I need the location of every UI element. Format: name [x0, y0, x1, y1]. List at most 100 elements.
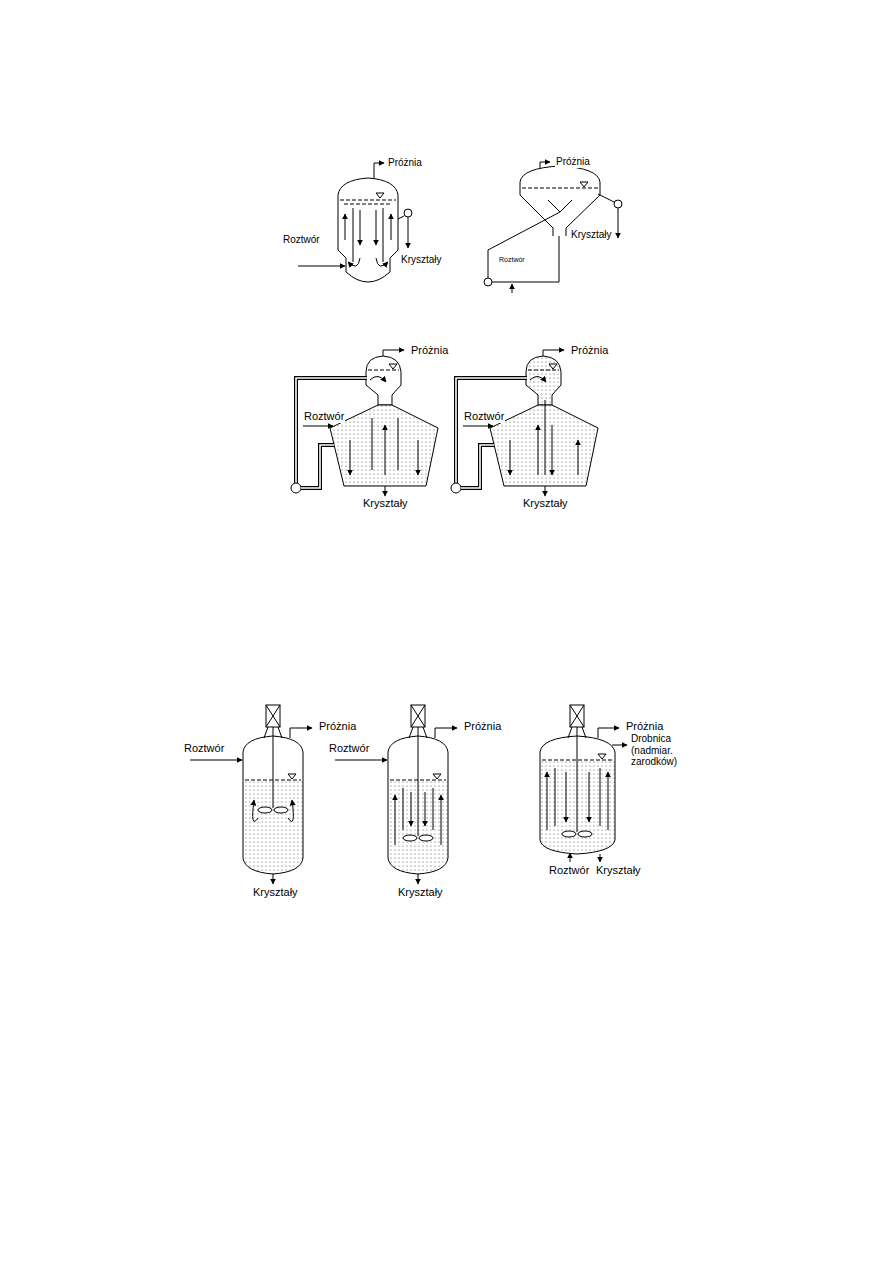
circulating-crystallizer-part [520, 166, 600, 236]
stirred-crystallizer [190, 705, 312, 884]
circulating-crystallizer-part [522, 188, 598, 189]
stirred-crystallizer-part [273, 727, 274, 808]
stirred-draft-tube-crystallizer-part [335, 760, 387, 761]
stirred-draft-tube-crystallizer-part [411, 705, 425, 727]
circulating-crystallizer-part [484, 278, 492, 286]
stirred-crystallizer-fines-removal-part [570, 705, 584, 727]
dtb-crystallizer-filled-part [456, 378, 527, 483]
dtb-crystallizer-filled-part [461, 445, 494, 488]
dtb-crystallizer-part [296, 378, 367, 483]
stirred-crystallizer-fines-removal-part [612, 745, 627, 746]
draft-tube-crystallizer [298, 163, 412, 282]
stirred-crystallizer-fines-removal [540, 705, 627, 862]
stirred-crystallizer-fines-removal-part [598, 754, 606, 759]
draft-tube-crystallizer-part [383, 208, 384, 262]
draft-tube-crystallizer-part [374, 163, 384, 179]
stirred-draft-tube-crystallizer-part [411, 705, 425, 727]
stream-label: Kryształy [362, 497, 409, 510]
circulating-crystallizer-part [580, 182, 588, 187]
dtb-crystallizer-part [330, 405, 438, 486]
draft-tube-crystallizer-part [360, 210, 361, 245]
draft-tube-crystallizer-part [338, 178, 398, 282]
stream-label: Kryształy [252, 886, 299, 899]
stirred-crystallizer-fines-removal-part [589, 772, 590, 822]
stirred-draft-tube-crystallizer-part [418, 874, 419, 884]
dtb-crystallizer-filled-part [530, 376, 546, 382]
stream-label: Roztwór [328, 742, 370, 755]
circulating-crystallizer-part [618, 208, 619, 238]
circulating-crystallizer-part [540, 162, 550, 168]
stirred-crystallizer-fines-removal-part [570, 705, 584, 727]
stream-label: Roztwór [548, 864, 590, 877]
stirred-crystallizer-part [190, 760, 242, 761]
stirred-draft-tube-crystallizer-part [390, 780, 446, 781]
draft-tube-crystallizer-part [391, 214, 392, 240]
dtb-crystallizer-filled-part [451, 483, 461, 493]
dtb-crystallizer-part [350, 440, 351, 475]
dtb-crystallizer-filled-part [545, 400, 546, 475]
stream-label: Roztwór [282, 234, 321, 246]
stirred-crystallizer-part [266, 705, 280, 727]
stirred-crystallizer-fines-removal-part [547, 772, 548, 830]
dtb-crystallizer-filled-part [456, 378, 527, 483]
draft-tube-crystallizer-part [353, 208, 354, 262]
dtb-crystallizer-part [383, 350, 404, 356]
dtb-crystallizer-filled-part [490, 405, 598, 486]
stirred-crystallizer-part [266, 705, 280, 727]
stream-label: Roztwór [498, 256, 526, 264]
stirred-draft-tube-crystallizer-part [411, 792, 412, 826]
stirred-draft-tube-crystallizer-part [441, 795, 442, 845]
stirred-draft-tube-crystallizer-part [395, 795, 396, 845]
stirred-draft-tube-crystallizer-part [433, 788, 434, 830]
stream-label: Roztwór [303, 410, 345, 423]
stirred-draft-tube-crystallizer-part [425, 792, 426, 826]
stirred-draft-tube-crystallizer-part [433, 774, 441, 779]
stirred-crystallizer-fines-removal-part [562, 831, 576, 837]
stirred-draft-tube-crystallizer-part [403, 835, 417, 841]
dtb-crystallizer-filled-part [538, 425, 539, 475]
dtb-crystallizer-filled-part [463, 426, 493, 427]
stream-label: Kryształy [595, 864, 642, 877]
draft-tube-crystallizer-part [376, 193, 384, 198]
circulating-crystallizer-part [488, 212, 560, 278]
dtb-crystallizer-filled-part [545, 486, 546, 496]
dtb-crystallizer-filled-part [543, 350, 564, 356]
dtb-crystallizer-part [296, 378, 367, 483]
stirred-crystallizer-part [290, 728, 312, 738]
draft-tube-crystallizer-part [398, 216, 404, 219]
draft-tube-crystallizer-part [298, 266, 345, 267]
draft-tube-crystallizer-part [344, 204, 392, 205]
stream-label: Roztwór [183, 742, 225, 755]
draft-tube-crystallizer-part [408, 217, 409, 248]
stream-label: Roztwór [463, 410, 505, 423]
dtb-crystallizer-filled [451, 350, 598, 496]
stream-label: Kryształy [570, 229, 613, 241]
draft-tube-crystallizer-part [376, 258, 388, 266]
dtb-crystallizer-filled-part [552, 425, 553, 475]
stirred-crystallizer-fines-removal-part [578, 831, 592, 837]
stirred-draft-tube-crystallizer-part [419, 835, 433, 841]
stirred-crystallizer-fines-removal-part [577, 727, 578, 832]
dtb-crystallizer-part [418, 440, 419, 475]
circulating-crystallizer-part [548, 200, 572, 212]
stream-label: Próżnia [463, 720, 502, 733]
stream-label: Próżnia [318, 720, 357, 733]
draft-tube-crystallizer-part [348, 258, 360, 266]
dtb-crystallizer-part [385, 486, 386, 496]
circulating-crystallizer-part [512, 284, 513, 293]
stirred-crystallizer-fines-removal-part [566, 772, 567, 822]
dtb-crystallizer-part [372, 418, 373, 470]
dtb-crystallizer-part [398, 418, 399, 470]
dtb-crystallizer-part [301, 445, 334, 488]
stream-label: Próżnia [555, 156, 591, 168]
stirred-draft-tube-crystallizer-part [418, 727, 419, 836]
circulating-crystallizer-part [614, 200, 622, 208]
stream-label: Próżnia [570, 344, 609, 357]
dtb-crystallizer-part [370, 376, 386, 382]
stirred-crystallizer-part [258, 807, 272, 813]
stream-label: Kryształy [400, 254, 443, 266]
dtb-crystallizer-part [385, 425, 386, 475]
stream-label: Próżnia [387, 157, 423, 169]
dtb-crystallizer-part [389, 364, 397, 369]
